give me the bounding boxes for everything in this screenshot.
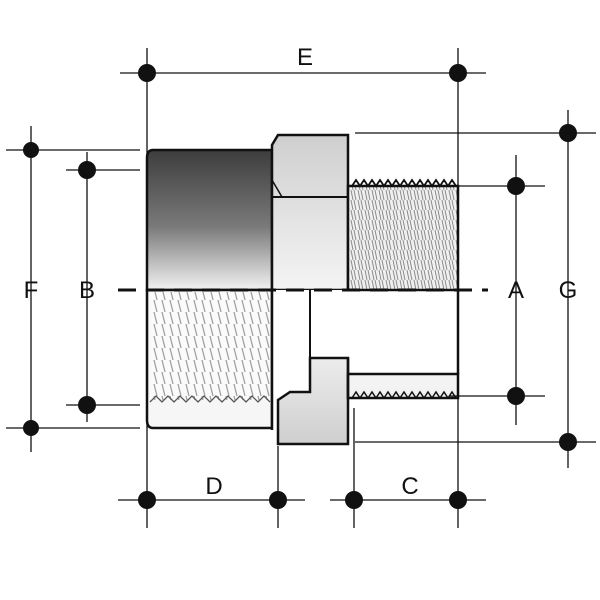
dot-F-bottom xyxy=(23,420,39,436)
female-internal-thread xyxy=(150,292,270,400)
male-thread-crest xyxy=(351,178,457,188)
dot-E-right xyxy=(449,64,467,82)
label-B: B xyxy=(79,277,95,304)
extension-lines xyxy=(6,48,596,528)
male-thread-upper xyxy=(346,184,460,292)
label-C: C xyxy=(401,473,418,500)
male-thread-teeth xyxy=(351,390,457,400)
female-thread-teeth xyxy=(149,395,271,403)
label-A: A xyxy=(508,277,524,304)
label-G: G xyxy=(559,277,578,304)
dot-A-top xyxy=(507,177,525,195)
dot-E-left xyxy=(138,64,156,82)
dot-C-right xyxy=(449,491,467,509)
dot-G-bottom xyxy=(559,433,577,451)
label-E: E xyxy=(297,44,313,71)
dot-A-bottom xyxy=(507,387,525,405)
dimension-lines xyxy=(30,72,569,501)
dimension-dots xyxy=(23,64,577,509)
dot-B-top xyxy=(78,161,96,179)
female-socket-upper xyxy=(145,148,274,292)
dot-C-left xyxy=(345,491,363,509)
dot-B-bottom xyxy=(78,396,96,414)
hex-chamfer-line xyxy=(271,179,283,198)
label-D: D xyxy=(205,473,222,500)
dot-D-right xyxy=(269,491,287,509)
dot-D-left xyxy=(138,491,156,509)
dot-F-top xyxy=(23,142,39,158)
dot-G-top xyxy=(559,124,577,142)
label-F: F xyxy=(24,277,39,304)
hex-nut-upper xyxy=(270,133,350,292)
